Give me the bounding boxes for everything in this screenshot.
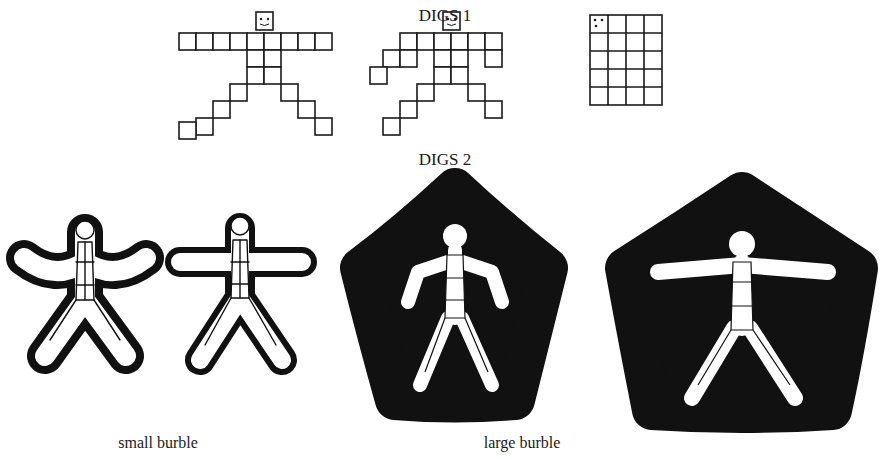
large-burble-figure-2	[625, 192, 858, 413]
block-figure-bent	[370, 12, 502, 135]
block-figure-grid	[590, 15, 662, 105]
section-heading: DIGS 2	[419, 150, 471, 170]
small-burble-figure-1	[24, 221, 146, 356]
figure-caption: small burble	[118, 434, 198, 452]
large-burble-figure-1	[360, 188, 548, 403]
section-heading: DIGS 1	[419, 6, 471, 26]
small-burble-figure-2	[180, 217, 302, 360]
block-figure-spread	[179, 12, 332, 139]
figure-caption: large burble	[484, 434, 561, 452]
